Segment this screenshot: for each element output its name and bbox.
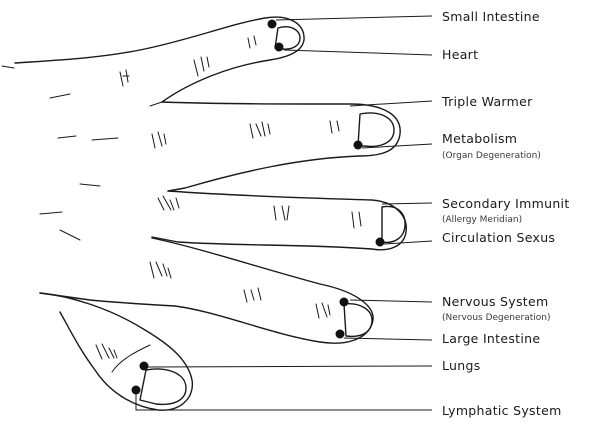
point-small-intestine	[268, 20, 277, 29]
point-large-intestine	[336, 330, 345, 339]
label-metabolism: Metabolism	[442, 131, 517, 146]
point-circulation-sexus	[376, 238, 385, 247]
label-triple-warmer: Triple Warmer	[441, 94, 533, 109]
fingernails	[140, 27, 405, 405]
point-nervous-system	[340, 298, 349, 307]
point-heart	[275, 43, 284, 52]
label-lymphatic-system: Lymphatic System	[442, 403, 562, 418]
label-large-intestine: Large Intestine	[442, 331, 540, 346]
label-circulation-sexus: Circulation Sexus	[442, 230, 555, 245]
label-small-intestine: Small Intestine	[442, 9, 540, 24]
knuckle-creases	[96, 36, 361, 359]
point-lymphatic	[132, 386, 141, 395]
label-heart: Heart	[442, 47, 478, 62]
point-metabolism	[354, 141, 363, 150]
label-nervous-system-sub: (Nervous Degeneration)	[442, 313, 551, 323]
labels: Small Intestine Heart Triple Warmer Meta…	[441, 9, 570, 418]
point-lungs	[140, 362, 149, 371]
label-secondary-immunity: Secondary Immunit	[442, 196, 570, 211]
label-metabolism-sub: (Organ Degeneration)	[442, 151, 541, 161]
hand-outline	[15, 17, 406, 410]
label-nervous-system: Nervous System	[442, 294, 548, 309]
label-lungs: Lungs	[442, 358, 481, 373]
palm-lines	[2, 66, 118, 240]
label-secondary-immunity-sub: (Allergy Meridian)	[442, 215, 522, 225]
